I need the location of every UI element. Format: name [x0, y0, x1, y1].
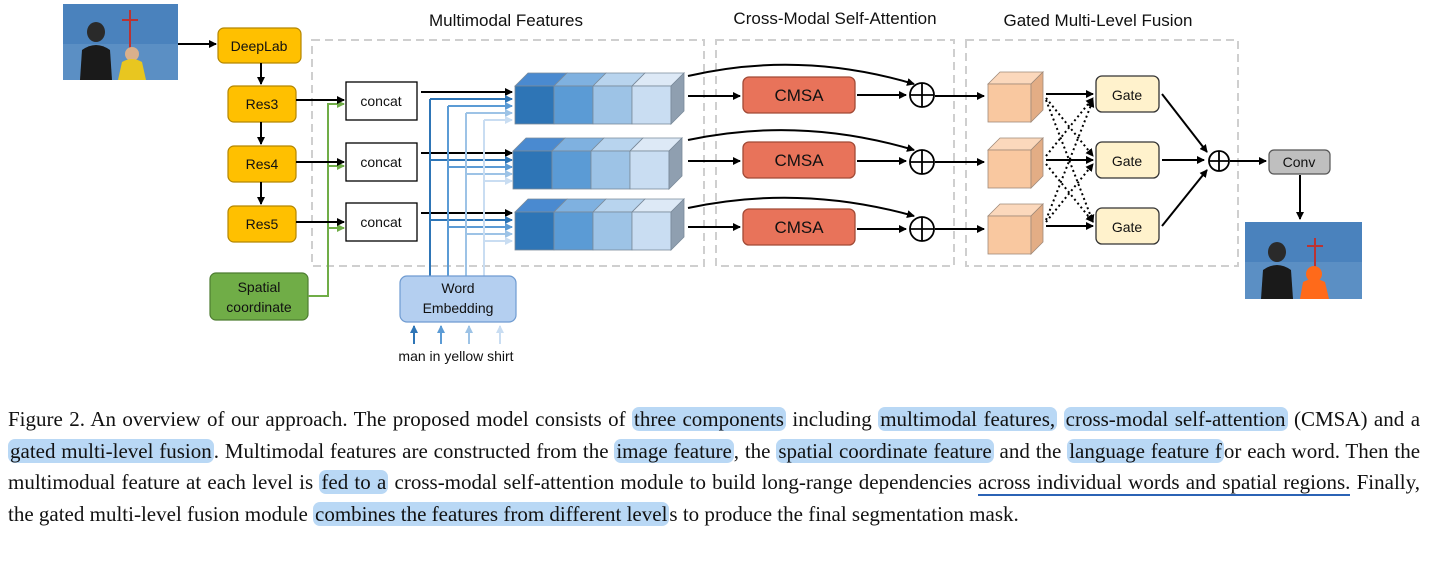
caption-highlight: language feature f	[1067, 438, 1224, 463]
concat-box-1: concat	[345, 81, 418, 121]
concat-box-3: concat	[345, 202, 418, 242]
conv-box: Conv	[1268, 149, 1331, 175]
spatial-connectors	[308, 100, 345, 297]
feature-cube-4	[631, 72, 685, 125]
connector-line	[1161, 93, 1208, 153]
skip-connection-1	[687, 63, 915, 86]
feature-stack-3	[514, 198, 685, 251]
sum-icon-1	[909, 82, 935, 108]
sum-icon-2	[909, 149, 935, 175]
cmsa-box-2: CMSA	[742, 141, 856, 179]
res5-label: Res5	[246, 216, 279, 232]
output-segmentation-image	[1245, 222, 1362, 299]
figure-caption: Figure 2. An overview of our approach. T…	[8, 404, 1420, 530]
caption-text: . Multimodal features are constructed fr…	[213, 438, 615, 463]
feature-cube-1	[514, 198, 568, 251]
caption-text: s to produce the final segmentation mask…	[669, 501, 1019, 526]
word-input-arrows	[410, 325, 504, 344]
gate-label: Gate	[1112, 219, 1143, 235]
res3-box: Res3	[227, 85, 297, 123]
caption-text: Finally, the gated multi-level fusion mo…	[8, 470, 1421, 526]
caption-text: including	[785, 407, 879, 431]
fusion-cube-2	[987, 137, 1044, 189]
feature-cube-3	[592, 198, 646, 251]
feature-cube-3	[592, 72, 646, 125]
gate-label: Gate	[1112, 153, 1143, 169]
multimodal-frame	[311, 39, 705, 267]
feature-cube-2	[551, 137, 605, 190]
caption-text: Figure 2. An overview of our approach. T…	[8, 407, 633, 431]
caption-text: cross-modal self-attention module to bui…	[388, 470, 979, 494]
cmsa-label: CMSA	[774, 151, 824, 170]
cmsa-label: CMSA	[774, 218, 824, 237]
caption-underline: across individual words and spatial regi…	[978, 470, 1351, 496]
concat-label: concat	[360, 93, 401, 109]
deeplab-box: DeepLab	[217, 27, 302, 64]
word-embedding-connectors	[429, 95, 513, 276]
concat-box-2: concat	[345, 142, 418, 182]
caption-highlight: cross-modal self-attention	[1063, 407, 1288, 431]
deeplab-label: DeepLab	[231, 38, 288, 54]
cmsa-box-1: CMSA	[742, 76, 856, 114]
caption-highlight: combines the features from different lev…	[313, 501, 670, 526]
caption-highlight: spatial coordinate feature	[776, 438, 994, 463]
word-embedding-line1: Word	[441, 280, 474, 296]
caption-text: , the	[733, 438, 777, 463]
final-sum-icon	[1208, 150, 1230, 172]
word-embedding-box: Word Embedding	[399, 275, 517, 323]
feature-cube-2	[553, 72, 607, 125]
feature-stack-2	[512, 137, 683, 190]
feature-stack-1	[514, 72, 685, 125]
gate-box-1: Gate	[1095, 75, 1160, 113]
feature-cube-1	[514, 72, 568, 125]
feature-cube-4	[629, 137, 683, 190]
word-embedding-line2: Embedding	[423, 300, 494, 316]
res3-label: Res3	[246, 96, 279, 112]
conv-label: Conv	[1283, 154, 1316, 170]
spatial-label-line2: coordinate	[226, 299, 292, 315]
gate-connections	[1045, 90, 1095, 230]
query-text: man in yellow shirt	[398, 348, 513, 364]
cmsa-label: CMSA	[774, 86, 824, 105]
concat-label: concat	[360, 214, 401, 230]
caption-highlight: multimodal features,	[878, 407, 1058, 431]
res5-box: Res5	[227, 205, 297, 243]
connector-line	[1161, 169, 1208, 227]
caption-text	[1057, 407, 1063, 431]
caption-text: (CMSA) and a	[1287, 407, 1421, 431]
feature-cube-2	[553, 198, 607, 251]
res4-label: Res4	[246, 156, 279, 172]
gate-box-3: Gate	[1095, 207, 1160, 245]
sum-icon-3	[909, 216, 935, 242]
caption-highlight: gated multi-level fusion	[8, 438, 214, 463]
caption-text: and the	[993, 438, 1068, 463]
title-cross-modal-self-attention: Cross-Modal Self-Attention	[733, 9, 936, 28]
caption-text: or each word. Then the multimodual featu…	[8, 438, 1421, 495]
overview-diagram: Multimodal Features Cross-Modal Self-Att…	[63, 4, 1362, 364]
concat-label: concat	[360, 154, 401, 170]
gate-box-2: Gate	[1095, 141, 1160, 179]
feature-cube-4	[631, 198, 685, 251]
caption-highlight: image feature	[614, 438, 734, 463]
fusion-cube-1	[987, 71, 1044, 123]
fusion-frame	[965, 39, 1239, 267]
caption-highlight: fed to a	[319, 470, 389, 494]
fusion-cube-3	[987, 203, 1044, 255]
skip-connection-2	[687, 129, 915, 152]
spatial-coordinate-box: Spatial coordinate	[209, 272, 309, 321]
title-multimodal-features: Multimodal Features	[429, 11, 583, 30]
spatial-label-line1: Spatial	[238, 279, 281, 295]
skip-connection-3	[687, 196, 915, 218]
cmsa-box-3: CMSA	[742, 208, 856, 246]
input-image	[63, 4, 178, 80]
caption-highlight: three components	[632, 407, 786, 431]
res4-box: Res4	[227, 145, 297, 183]
title-gated-multi-level-fusion: Gated Multi-Level Fusion	[1004, 11, 1193, 30]
gate-label: Gate	[1112, 87, 1143, 103]
cmsa-frame	[715, 39, 955, 267]
feature-cube-1	[512, 137, 566, 190]
